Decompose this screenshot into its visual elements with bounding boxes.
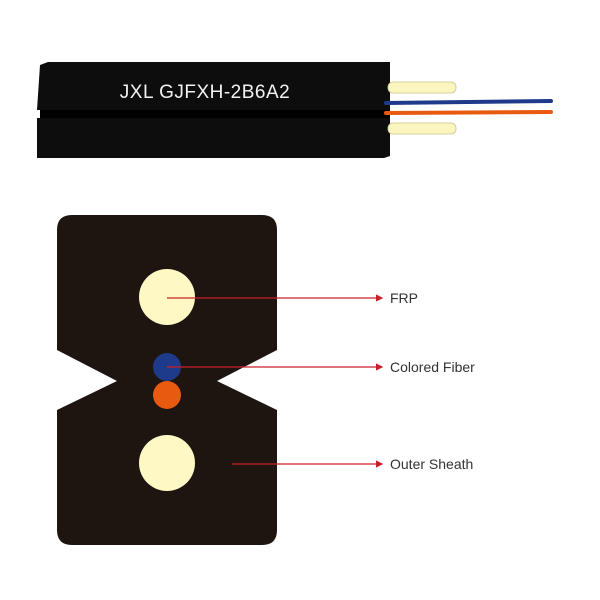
cable-lower-sheath <box>37 118 390 158</box>
cable-cross-section: FRP Colored Fiber Outer Sheath <box>57 215 475 545</box>
frp-bottom-circle <box>139 435 195 491</box>
outer-sheath-label: Outer Sheath <box>390 456 473 472</box>
colored-fiber-orange <box>153 381 181 409</box>
cable-upper-sheath <box>37 62 390 110</box>
blue-fiber <box>384 99 553 105</box>
orange-fiber <box>384 110 553 115</box>
frp-rod-top <box>387 81 457 94</box>
colored-fiber-label: Colored Fiber <box>390 359 475 375</box>
cable-groove <box>40 110 390 118</box>
frp-label: FRP <box>390 290 418 306</box>
frp-rod-bottom <box>387 122 457 135</box>
cable-model-label: JXL GJFXH-2B6A2 <box>120 82 290 103</box>
frp-top-circle <box>139 269 195 325</box>
cable-side-view: JXL GJFXH-2B6A2 <box>37 62 553 158</box>
